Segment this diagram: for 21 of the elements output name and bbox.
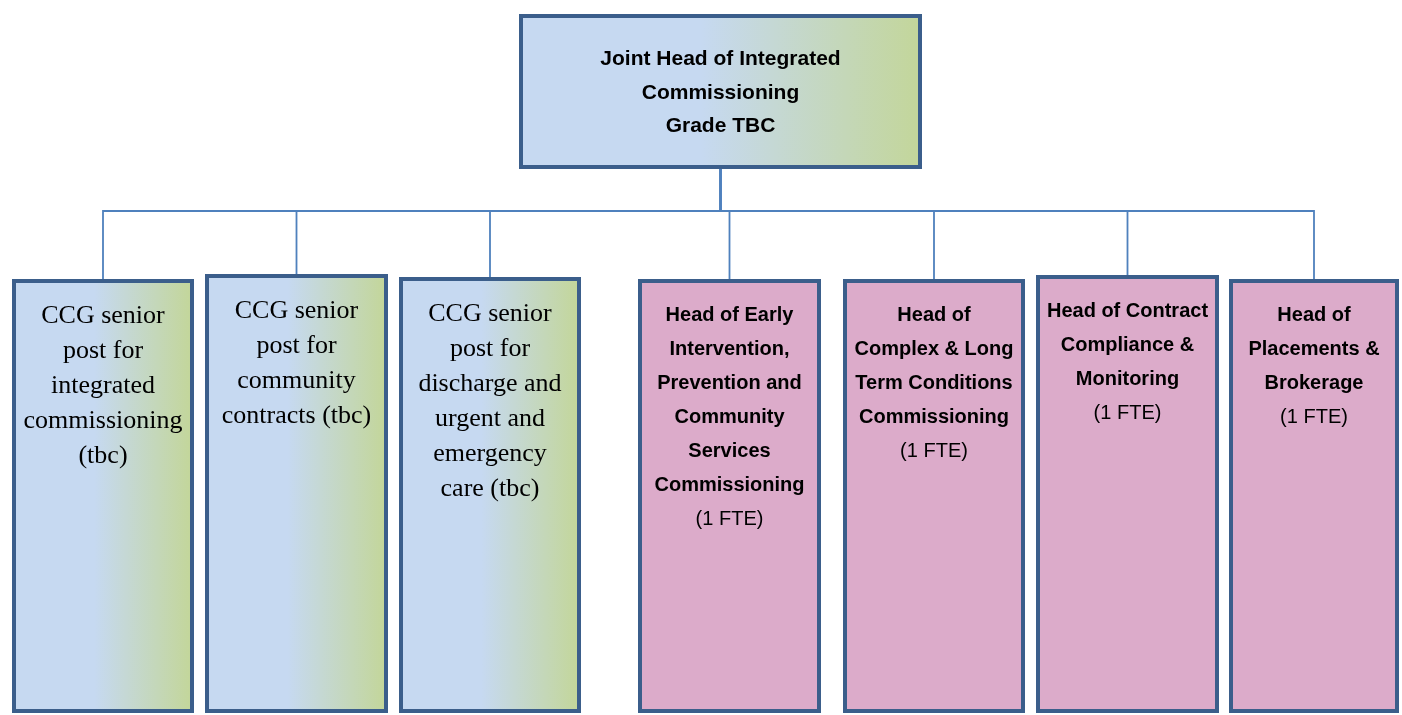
post-box — [12, 279, 194, 713]
role-box — [843, 279, 1025, 713]
role-title: Joint Head of Integrated Commissioning — [599, 45, 842, 105]
role-title: Head of Complex & Long Term Conditions Commissioning — [853, 302, 1015, 429]
role-title: CCG senior post for discharge and urgent and emergency care (tbc) — [417, 297, 563, 505]
post-box — [399, 277, 581, 713]
post-box — [205, 274, 388, 713]
fte-note: (1 FTE) — [1280, 404, 1348, 429]
role-box — [1229, 279, 1399, 713]
fte-note: (1 FTE) — [900, 438, 968, 463]
fte-note: (1 FTE) — [695, 506, 764, 531]
role-box — [1036, 275, 1219, 713]
role-title: CCG senior post for integrated commissioning(tbc) — [22, 299, 184, 472]
fte-note: (1 FTE) — [1093, 400, 1162, 425]
role-title: Head of Early Intervention, Prevention and Community Services Commissioning — [653, 302, 806, 497]
grade-label: Grade TBC — [665, 112, 776, 139]
role-box — [638, 279, 821, 713]
manager-box — [519, 14, 922, 169]
role-title: CCG senior post for community contracts (tbc) — [220, 294, 373, 432]
role-title: Head of Placements & Brokerage — [1247, 302, 1381, 395]
role-title: Head of Contract Compliance & Monitoring — [1046, 298, 1209, 391]
